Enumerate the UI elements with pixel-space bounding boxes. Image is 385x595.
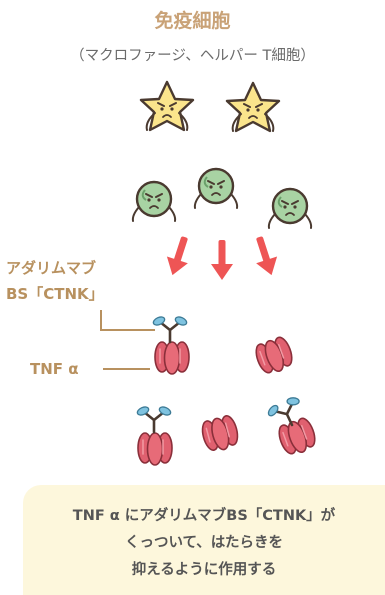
antibody-bottom-left-icon (134, 403, 174, 434)
antibody-bound-icon (150, 313, 190, 344)
note-line1: TNF α にアダリムマブBS「CTNK」が (72, 508, 336, 524)
arrow-middle-icon (211, 240, 233, 280)
note-text: TNF α にアダリムマブBS「CTNK」が くっついて、はたらきを 抑えるよう… (23, 503, 385, 584)
tnf-molecule-bottom-middle-icon (198, 413, 242, 455)
star-cell-left-icon (139, 80, 195, 132)
page-subtitle: （マクロファージ、ヘルパー T細胞） (70, 48, 315, 64)
arrow-left-icon (161, 233, 196, 279)
round-cell-left-icon (131, 180, 177, 223)
tnf-molecule-free-icon (252, 334, 297, 378)
star-cell-right-icon (225, 81, 281, 133)
round-cell-middle-icon (193, 167, 239, 210)
round-cell-right-icon (267, 187, 313, 230)
note-line3: 抑えるように作用する (131, 562, 277, 578)
note-box (23, 485, 385, 595)
note-line2: くっついて、はたらきを (124, 535, 284, 551)
arrow-right-icon (248, 233, 283, 279)
tnf-molecule-bottom-left-icon (137, 432, 173, 466)
page-title: 免疫細胞 (154, 10, 231, 32)
drug-leader-line (100, 310, 155, 331)
tnf-molecule-bottom-right-icon (275, 415, 320, 459)
drug-label-line1: アダリムマブ (6, 259, 97, 277)
tnf-molecule-bound-icon (154, 341, 190, 375)
drug-label-line2: BS「CTNK」 (6, 285, 104, 303)
tnf-label: TNF α (30, 360, 79, 378)
drug-label: アダリムマブ BS「CTNK」 (6, 255, 104, 307)
